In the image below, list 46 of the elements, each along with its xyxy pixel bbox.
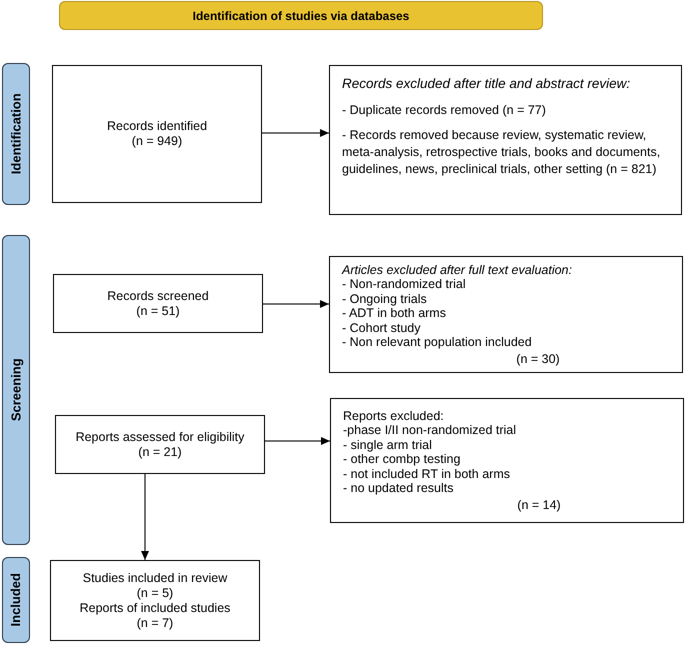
box-text: - no updated results — [343, 481, 454, 496]
box-text: Records identified — [106, 119, 208, 134]
process-box — [52, 65, 262, 203]
box-text: - other combp testing — [343, 452, 462, 466]
box-text: Articles excluded after full text evaluation: — [342, 262, 573, 277]
exclusion-box — [330, 398, 684, 523]
arrow — [264, 437, 330, 445]
box-text: - Cohort study — [342, 320, 422, 335]
box-text: (n = 51) — [136, 304, 180, 318]
box-text: - single arm trial — [343, 438, 433, 452]
box-text: Records excluded after title and abstract review: — [342, 75, 632, 93]
arrow — [262, 300, 330, 308]
box-text: - Non-randomized trial — [342, 277, 467, 292]
box-text: Records screened — [107, 288, 209, 304]
box-text: (n = 5) — [136, 586, 174, 600]
process-box — [53, 274, 263, 333]
box-text: - Duplicate records removed (n = 77) — [342, 102, 547, 120]
box-text: (n = 949) — [132, 134, 182, 149]
process-box — [50, 560, 260, 641]
box-text: Studies included in review — [82, 570, 228, 586]
box-text: (n = 30) — [515, 352, 561, 366]
exclusion-box — [329, 256, 683, 373]
box-text: Identification of studies via databases — [192, 8, 410, 24]
box-text: - Non relevant population included — [342, 335, 533, 350]
arrow — [262, 129, 330, 137]
arrow — [141, 474, 149, 560]
phase-label-bar — [2, 235, 30, 545]
phase-label: Identification — [7, 94, 24, 174]
box-text: - Records removed because review, systematic review, meta-analysis, retrospective trials, books and documents, guidelines, news, preclinical trials, other setting (n = 821) — [342, 127, 662, 178]
box-text: Reports assessed for eligibility — [76, 430, 244, 444]
phase-label-bar — [2, 557, 30, 643]
box-text: (n = 21) — [138, 444, 182, 460]
box-text: - not included RT in both arms — [343, 466, 511, 481]
box-text: Reports excluded: — [343, 408, 445, 423]
box-text: (n = 7) — [136, 616, 174, 630]
phase-label: Screening — [7, 358, 24, 422]
box-text: (n = 14) — [516, 498, 562, 512]
process-box — [55, 415, 265, 474]
box-text: -phase I/II non-randomized trial — [343, 423, 518, 438]
box-text: - Ongoing trials — [342, 292, 428, 306]
box-text: Reports of included studies — [80, 600, 230, 616]
phase-label-bar — [2, 63, 30, 205]
header-banner — [59, 1, 543, 30]
exclusion-box — [329, 65, 682, 215]
phase-label: Included — [7, 573, 24, 627]
box-text: - ADT in both arms — [342, 306, 447, 320]
